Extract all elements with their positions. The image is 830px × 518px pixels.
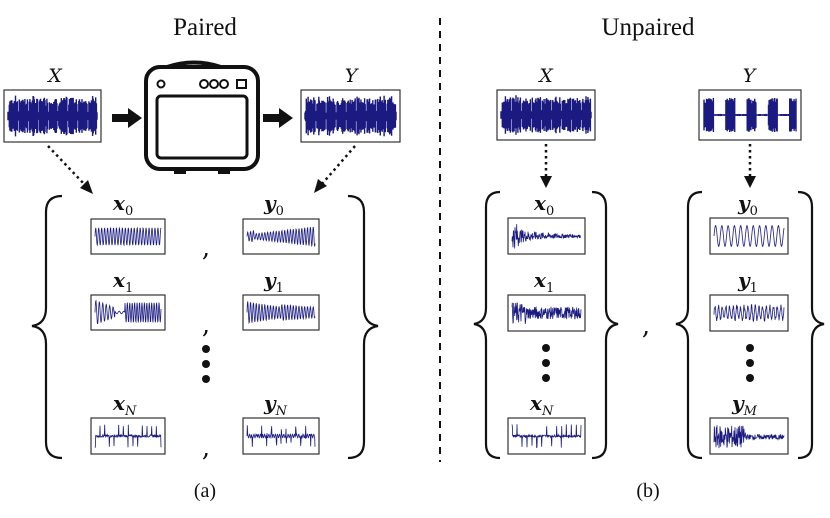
waveform-trace xyxy=(7,95,98,137)
waveform-trace xyxy=(713,303,785,323)
unpaired-separator: , xyxy=(642,311,650,341)
waveform-trace xyxy=(500,95,592,135)
dotted-arrow-head xyxy=(744,176,756,188)
unpaired-caption: (b) xyxy=(636,480,659,502)
unpaired-output-waveform xyxy=(703,98,797,132)
unpaired-x1-label: x1 xyxy=(533,268,554,296)
waveform-trace xyxy=(246,301,316,325)
dotted-arrow-head xyxy=(540,176,552,188)
guitar-amplifier-icon xyxy=(144,60,260,174)
unpaired-title: Unpaired xyxy=(601,14,695,41)
unpaired-right-vertical-ellipsis xyxy=(746,344,754,382)
waveform-trace xyxy=(94,424,162,448)
unpaired-input-waveform xyxy=(500,95,592,135)
unpaired-y0-label: y0 xyxy=(737,191,758,219)
unpaired-yM-label: yM xyxy=(731,391,758,419)
unpaired-x0-label: x0 xyxy=(533,191,554,219)
paired-left-brace xyxy=(31,194,63,460)
unpaired-right-item-0: y0 xyxy=(709,191,789,255)
paired-input-label: X xyxy=(46,65,63,87)
waveform-trace xyxy=(94,226,162,247)
waveform-trace xyxy=(511,224,582,249)
waveform-trace xyxy=(246,226,316,247)
paired-title: Paired xyxy=(173,14,237,41)
paired-caption: (a) xyxy=(194,480,216,502)
right-arrow-icon xyxy=(263,108,293,128)
paired-separator-2: , xyxy=(202,433,210,463)
paired-separator-1: , xyxy=(202,310,210,340)
paired-right-item-N: yN xyxy=(242,391,320,455)
unpaired-left-item-0: x0 xyxy=(507,191,586,255)
paired-xN-label: xN xyxy=(112,391,137,419)
waveform-trace xyxy=(511,302,582,325)
waveform-trace xyxy=(713,425,785,449)
paired-left-item-1: x1 xyxy=(90,268,166,331)
paired-y1-label: y1 xyxy=(263,268,284,296)
unpaired-left-vertical-ellipsis xyxy=(542,344,550,382)
unpaired-left-set-close-brace xyxy=(591,190,619,460)
paired-vertical-ellipsis xyxy=(202,345,210,383)
dotted-arrow-icon xyxy=(47,145,87,187)
unpaired-right-item-M: yM xyxy=(709,391,789,455)
unpaired-right-set-open-brace xyxy=(675,190,703,460)
unpaired-output-label: Y xyxy=(743,65,758,87)
right-arrow-icon xyxy=(112,108,142,128)
dotted-arrow-icon xyxy=(321,145,356,185)
unpaired-left-set-open-brace xyxy=(473,190,501,460)
waveform-trace xyxy=(703,98,797,132)
unpaired-y1-label: y1 xyxy=(737,268,758,296)
unpaired-left-item-N: xN xyxy=(507,391,586,455)
waveform-trace xyxy=(94,299,162,325)
dotted-arrow-head xyxy=(314,179,327,193)
paired-output-label: Y xyxy=(345,65,360,87)
unpaired-right-set-close-brace xyxy=(797,190,825,460)
dotted-arrow-head xyxy=(80,180,93,194)
paired-right-item-0: y0 xyxy=(242,191,320,255)
paired-separator-0: , xyxy=(202,233,210,263)
paired-right-brace xyxy=(347,194,379,460)
paired-input-waveform xyxy=(7,95,98,137)
unpaired-xN-label: xN xyxy=(529,391,554,419)
paired-y0-label: y0 xyxy=(263,191,284,219)
waveform-trace xyxy=(713,224,785,248)
paired-yN-label: yN xyxy=(263,391,288,419)
paired-left-item-N: xN xyxy=(90,391,166,455)
paired-left-item-0: x0 xyxy=(90,191,166,255)
waveform-trace xyxy=(511,424,582,449)
waveform-trace xyxy=(304,95,397,137)
unpaired-right-item-1: y1 xyxy=(709,268,789,332)
unpaired-left-item-1: x1 xyxy=(507,268,586,332)
paired-right-item-1: y1 xyxy=(242,268,320,331)
paired-output-waveform xyxy=(304,95,397,137)
paired-x1-label: x1 xyxy=(112,268,133,296)
waveform-trace xyxy=(246,425,316,447)
paired-x0-label: x0 xyxy=(112,191,133,219)
unpaired-input-label: X xyxy=(537,65,554,87)
